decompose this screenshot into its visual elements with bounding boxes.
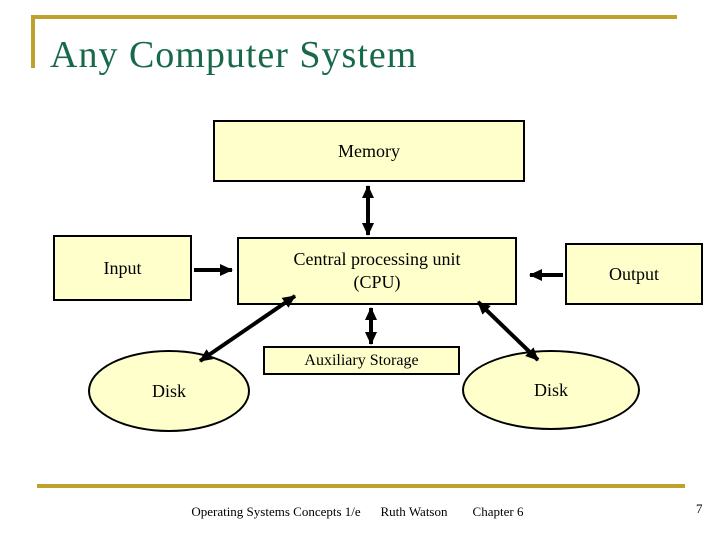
footer-course-title: Operating Systems Concepts 1/e	[191, 504, 361, 519]
output-box: Output	[565, 243, 703, 305]
cpu-label-line1: Central processing unit	[293, 249, 461, 269]
cpu-label-line2: (CPU)	[353, 272, 401, 292]
disk-left-ellipse: Disk	[88, 350, 250, 432]
cpu-box: Central processing unit (CPU)	[237, 237, 517, 305]
memory-label: Memory	[338, 140, 400, 161]
page-number: 7	[696, 501, 703, 516]
input-label: Input	[103, 257, 142, 278]
footer-accent-line	[37, 484, 685, 488]
slide-title: Any Computer System	[50, 34, 418, 76]
top-accent-line	[32, 15, 677, 19]
auxiliary-storage-label: Auxiliary Storage	[304, 352, 419, 369]
disk-right-label: Disk	[533, 379, 568, 400]
disk-left-label: Disk	[151, 380, 186, 401]
output-label: Output	[608, 263, 659, 284]
footer-chapter: Chapter 6	[472, 504, 524, 519]
title-accent-bar	[31, 15, 35, 68]
disk-right-ellipse: Disk	[462, 350, 640, 430]
input-box: Input	[53, 235, 192, 301]
memory-box: Memory	[213, 120, 525, 182]
auxiliary-storage-box: Auxiliary Storage	[263, 346, 460, 375]
footer-author: Ruth Watson	[380, 504, 448, 519]
